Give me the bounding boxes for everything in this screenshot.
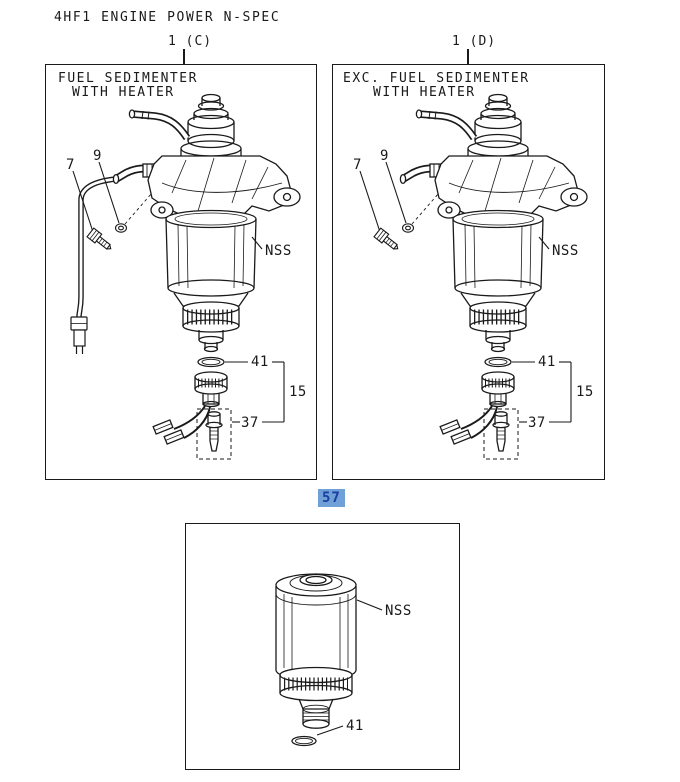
callout-41-label: 41	[346, 718, 364, 734]
panel-title-line2: WITH HEATER	[373, 85, 476, 100]
callout-9-label: 9	[93, 148, 102, 164]
filter-body	[275, 573, 383, 747]
sedimenter-body	[113, 95, 300, 352]
sedimenter-lower-parts	[153, 358, 231, 460]
callout-7-label: 7	[66, 157, 75, 173]
callout-37-label: 37	[241, 415, 259, 431]
panel-fuel-filter-cartridge: NSS 41	[185, 523, 460, 770]
sedimenter-without-heater-drawing: EXC. FUEL SEDIMENTER WITH HEATER 7 9 NSS…	[343, 71, 603, 477]
leader-line-1c	[183, 49, 185, 64]
panel-fuel-sedimenter-with-heater: FUEL SEDIMENTER WITH HEATER 7 9 NSS 41 1…	[45, 64, 317, 480]
callout-15-label: 15	[576, 384, 594, 400]
fuel-filter-drawing: NSS 41	[275, 573, 412, 747]
callout-7-label: 7	[353, 157, 362, 173]
sedimenter-body	[400, 95, 587, 352]
callout-nss-label: NSS	[265, 243, 292, 259]
callout-37-label: 37	[528, 415, 546, 431]
ref-label-1d: 1 (D)	[452, 34, 497, 49]
panel-title-line1: FUEL SEDIMENTER	[58, 71, 198, 86]
callout-nss-label: NSS	[552, 243, 579, 259]
ref-label-57-highlighted[interactable]: 57	[318, 489, 345, 507]
panel-title-line1: EXC. FUEL SEDIMENTER	[343, 71, 530, 86]
sedimenter-lower-parts	[440, 358, 518, 460]
callout-9-label: 9	[380, 148, 389, 164]
ref-label-1c: 1 (C)	[168, 34, 213, 49]
leader-line-1d	[467, 49, 469, 64]
panel-exc-fuel-sedimenter-with-heater: EXC. FUEL SEDIMENTER WITH HEATER 7 9 NSS…	[332, 64, 605, 480]
panel-title-line2: WITH HEATER	[72, 85, 175, 100]
sedimenter-with-heater-drawing: FUEL SEDIMENTER WITH HEATER 7 9 NSS 41 1…	[58, 71, 315, 477]
page-title: 4HF1 ENGINE POWER N-SPEC	[54, 10, 281, 25]
callout-41-label: 41	[538, 354, 556, 370]
callout-nss-label: NSS	[385, 603, 412, 619]
heater-harness	[70, 176, 117, 354]
callout-15-label: 15	[289, 384, 307, 400]
callout-41-label: 41	[251, 354, 269, 370]
